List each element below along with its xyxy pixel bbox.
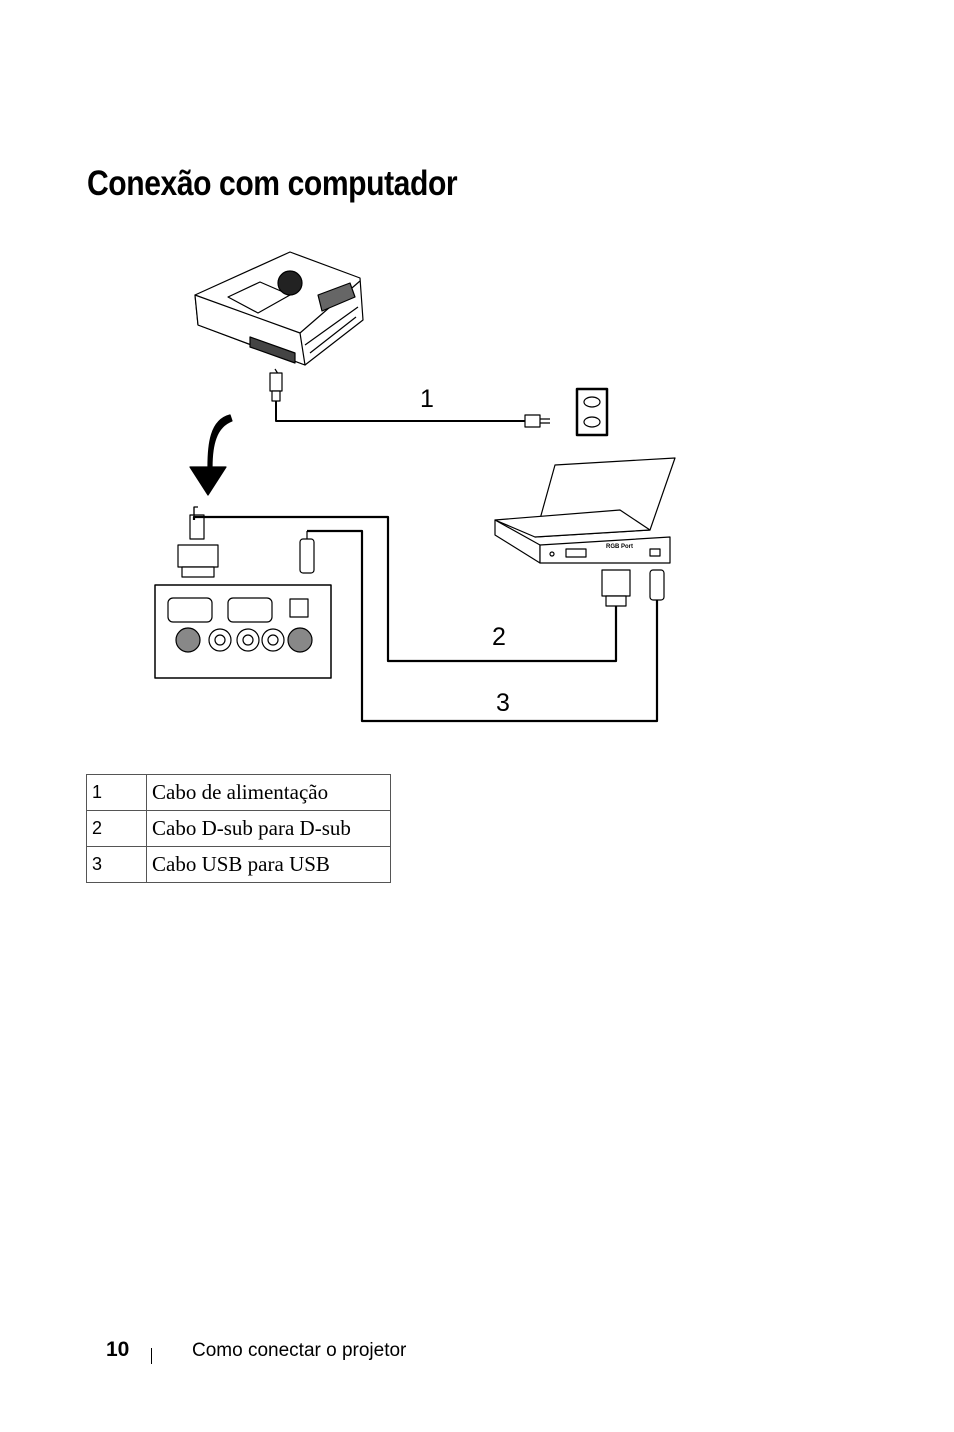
dsub-connector-right [601, 569, 631, 607]
usb-connector-right [649, 569, 665, 601]
projector-io-panel [154, 584, 332, 679]
table-row: 1 Cabo de alimentação [86, 774, 391, 811]
connection-diagram: 1 2 3 RGB Port [154, 251, 676, 723]
table-row: 3 Cabo USB para USB [86, 846, 391, 883]
page-title: Conexão com computador [87, 164, 458, 203]
usb-cable [307, 529, 659, 723]
legend-number: 2 [86, 810, 147, 847]
legend-label: Cabo D-sub para D-sub [146, 810, 391, 847]
callout-2: 2 [492, 623, 506, 651]
legend-label: Cabo de alimentação [146, 774, 391, 811]
table-row: 2 Cabo D-sub para D-sub [86, 810, 391, 847]
laptop-port-label: RGB Port [606, 544, 633, 550]
footer-section-title: Como conectar o projetor [192, 1340, 407, 1361]
legend-number: 3 [86, 846, 147, 883]
dsub-connector-left [177, 506, 219, 578]
page-number: 10 [106, 1338, 130, 1361]
wall-outlet [575, 387, 609, 437]
power-cable [269, 372, 550, 428]
footer-divider [151, 1348, 152, 1364]
usb-connector-left [299, 531, 315, 574]
callout-1: 1 [420, 385, 434, 413]
legend-label: Cabo USB para USB [146, 846, 391, 883]
legend-number: 1 [86, 774, 147, 811]
arrow-down-icon [189, 414, 233, 496]
laptop-illustration [494, 457, 676, 564]
projector-illustration [194, 251, 364, 378]
callout-3: 3 [496, 689, 510, 717]
cable-legend-table: 1 Cabo de alimentação 2 Cabo D-sub para … [86, 774, 391, 883]
